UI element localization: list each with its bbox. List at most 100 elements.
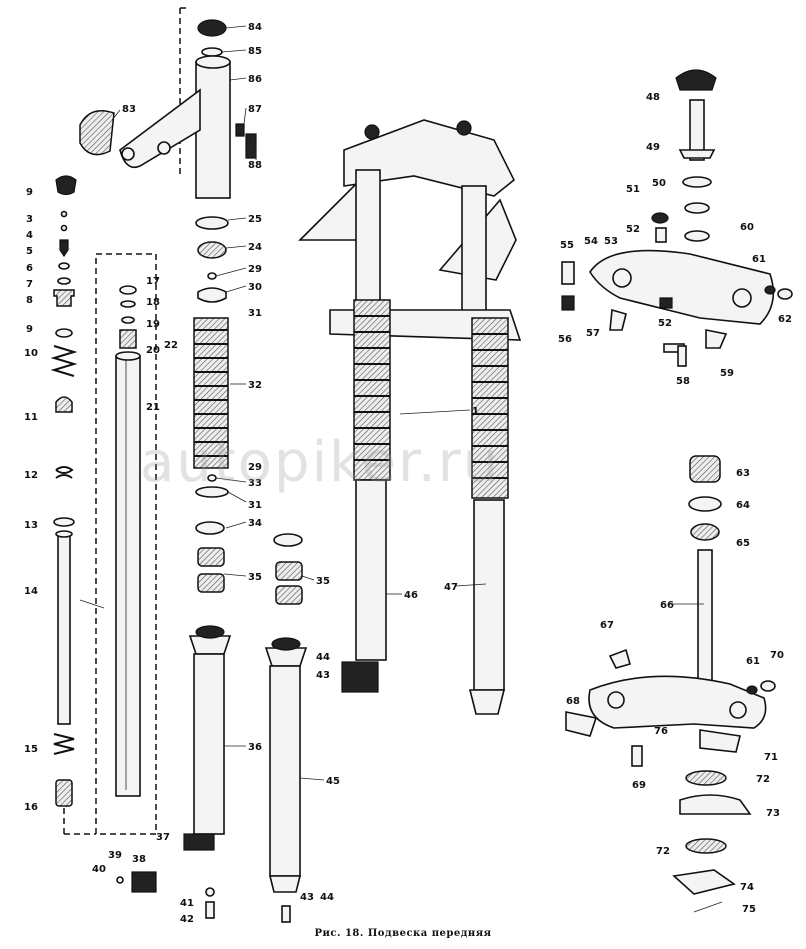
leader-lines <box>79 25 704 781</box>
label-53: 53 <box>604 236 618 247</box>
label-18: 18 <box>146 297 160 308</box>
lower-bridge-group <box>565 455 776 913</box>
label-59: 59 <box>720 368 734 379</box>
label-39: 39 <box>108 850 122 861</box>
label-8: 8 <box>26 295 33 306</box>
label-58: 58 <box>676 376 690 387</box>
label-48: 48 <box>646 92 660 103</box>
label-71: 71 <box>764 752 778 763</box>
label-34: 34 <box>248 518 262 529</box>
label-38: 38 <box>132 854 146 865</box>
label-74: 74 <box>740 882 754 893</box>
label-30: 30 <box>248 282 262 293</box>
label-61a: 61 <box>752 254 766 265</box>
label-22: 22 <box>164 340 178 351</box>
label-45: 45 <box>326 776 340 787</box>
label-35b: 35 <box>316 576 330 587</box>
label-65: 65 <box>736 538 750 549</box>
label-46: 46 <box>404 590 418 601</box>
group-22-outline <box>95 253 157 835</box>
label-50: 50 <box>652 178 666 189</box>
label-72b: 72 <box>656 846 670 857</box>
label-10: 10 <box>24 348 38 359</box>
label-66: 66 <box>660 600 674 611</box>
label-54: 54 <box>584 236 598 247</box>
label-75: 75 <box>742 904 756 915</box>
part-number-labels: 84 85 86 87 88 83 9 3 4 5 6 7 8 9 10 11 … <box>24 22 792 925</box>
label-44a: 44 <box>316 652 330 663</box>
label-61b: 61 <box>746 656 760 667</box>
label-44b: 44 <box>320 892 334 903</box>
label-1: 1 <box>472 406 479 417</box>
label-20: 20 <box>146 345 160 356</box>
label-6: 6 <box>26 263 33 274</box>
label-17: 17 <box>146 276 160 287</box>
label-64: 64 <box>736 500 750 511</box>
top-bridge-group <box>561 69 793 367</box>
label-76: 76 <box>654 726 668 737</box>
label-57: 57 <box>586 328 600 339</box>
lower-sliders <box>116 625 308 923</box>
label-43a: 43 <box>316 670 330 681</box>
left-parts-stack <box>50 175 78 807</box>
label-83: 83 <box>122 104 136 115</box>
label-21: 21 <box>146 402 160 413</box>
label-33: 33 <box>248 478 262 489</box>
label-9b: 9 <box>26 324 33 335</box>
label-11: 11 <box>24 412 38 423</box>
label-24: 24 <box>248 242 262 253</box>
boot-seal-column <box>193 216 303 605</box>
label-40: 40 <box>92 864 106 875</box>
label-56: 56 <box>558 334 572 345</box>
label-12: 12 <box>24 470 38 481</box>
label-67: 67 <box>600 620 614 631</box>
label-87: 87 <box>248 104 262 115</box>
label-13: 13 <box>24 520 38 531</box>
label-88: 88 <box>248 160 262 171</box>
label-4: 4 <box>26 230 33 241</box>
label-35a: 35 <box>248 572 262 583</box>
label-63: 63 <box>736 468 750 479</box>
label-69: 69 <box>632 780 646 791</box>
label-43b: 43 <box>300 892 314 903</box>
label-85: 85 <box>248 46 262 57</box>
label-47: 47 <box>444 582 458 593</box>
label-9: 9 <box>26 187 33 198</box>
label-16: 16 <box>24 802 38 813</box>
label-70: 70 <box>770 650 784 661</box>
label-36: 36 <box>248 742 262 753</box>
assembled-fork <box>298 119 522 715</box>
label-72a: 72 <box>756 774 770 785</box>
label-68: 68 <box>566 696 580 707</box>
label-42: 42 <box>180 914 194 925</box>
label-62: 62 <box>778 314 792 325</box>
label-15: 15 <box>24 744 38 755</box>
label-37: 37 <box>156 832 170 843</box>
label-29b: 29 <box>248 462 262 473</box>
label-3: 3 <box>26 214 33 225</box>
watermark-text: autopiker.ru <box>140 430 501 495</box>
label-7: 7 <box>26 279 33 290</box>
label-14: 14 <box>24 586 38 597</box>
label-51: 51 <box>626 184 640 195</box>
label-86: 86 <box>248 74 262 85</box>
label-84: 84 <box>248 22 262 33</box>
label-31a: 31 <box>248 308 262 319</box>
label-49: 49 <box>646 142 660 153</box>
damper-tube-86 <box>79 19 257 199</box>
label-31b: 31 <box>248 500 262 511</box>
label-32: 32 <box>248 380 262 391</box>
label-29a: 29 <box>248 264 262 275</box>
label-5: 5 <box>26 246 33 257</box>
inner-tube-21 <box>115 285 141 797</box>
label-52b: 52 <box>658 318 672 329</box>
label-60: 60 <box>740 222 754 233</box>
label-73: 73 <box>766 808 780 819</box>
figure-caption: Рис. 18. Подвеска передняя <box>314 928 492 939</box>
label-41: 41 <box>180 898 194 909</box>
label-25: 25 <box>248 214 262 225</box>
label-19: 19 <box>146 319 160 330</box>
label-52a: 52 <box>626 224 640 235</box>
label-55: 55 <box>560 240 574 251</box>
